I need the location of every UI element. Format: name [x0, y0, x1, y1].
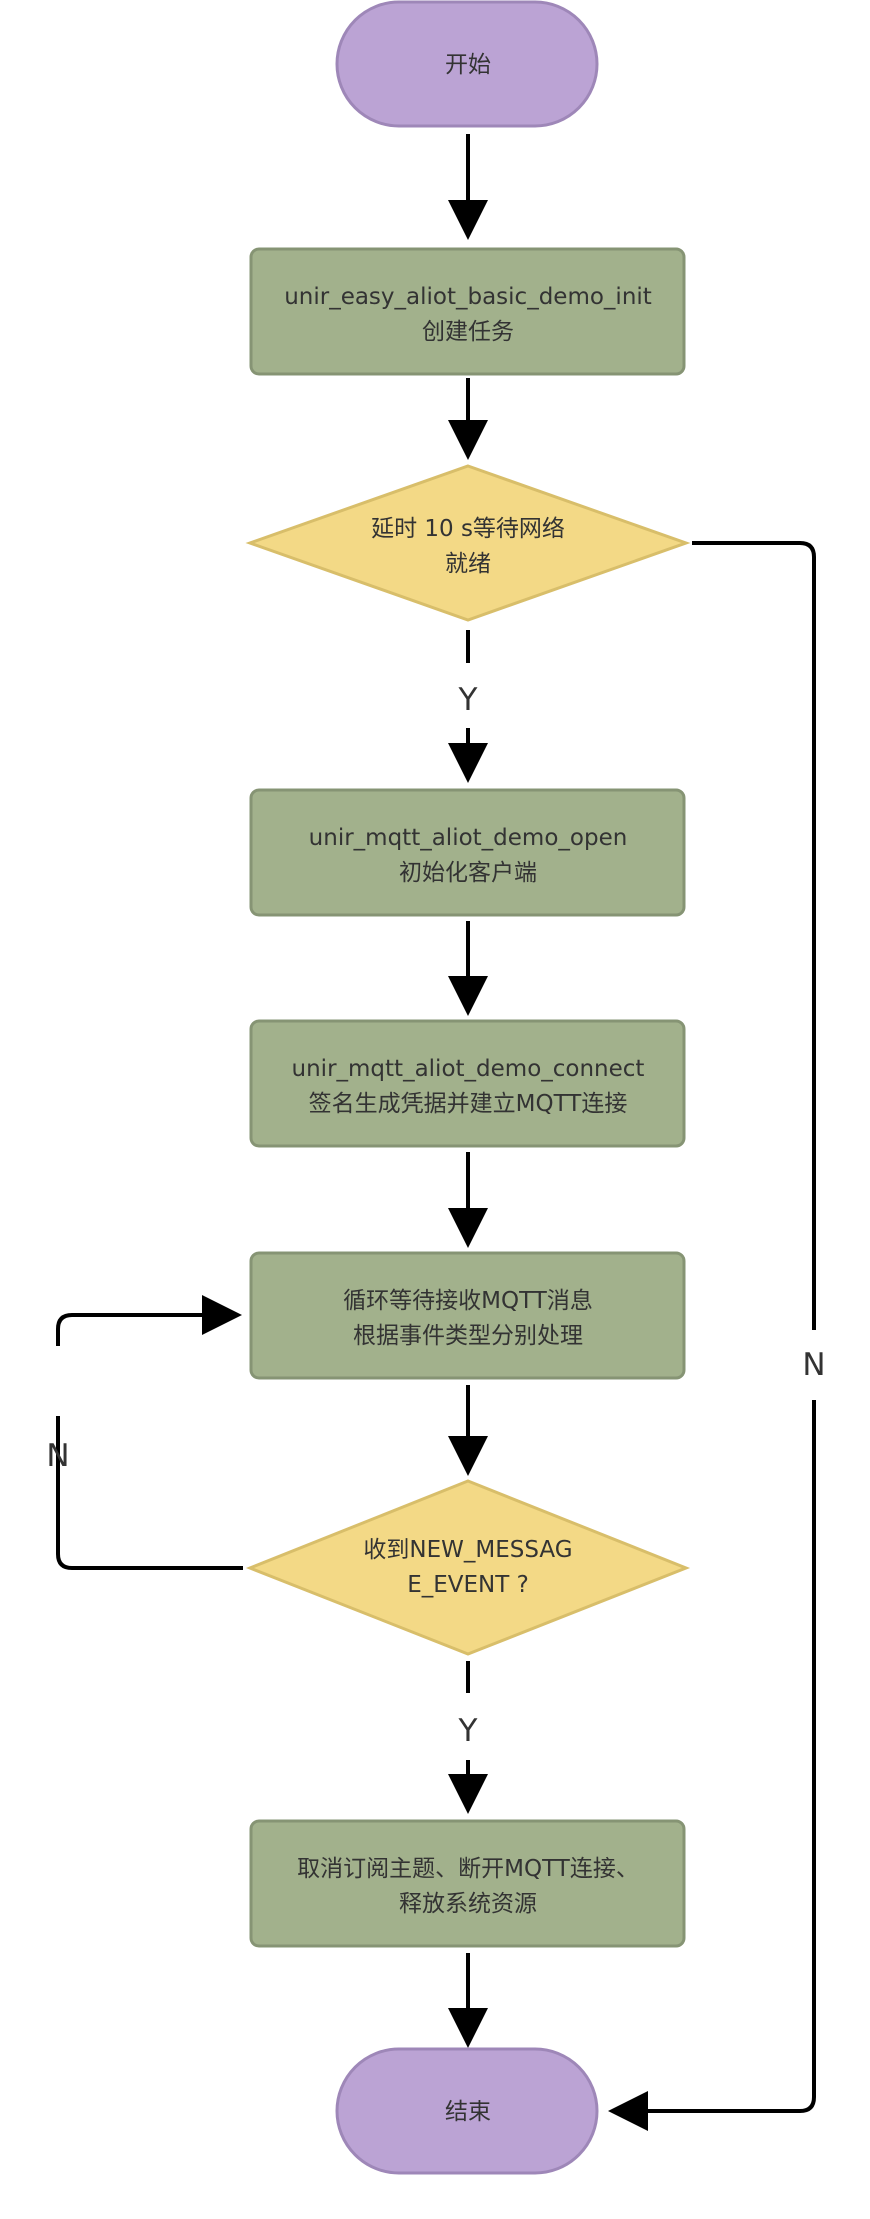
- edge-wait-no-to-end-upper: [692, 541, 816, 1330]
- check-event-node: 收到NEW_MESSAG E_EVENT ?: [245, 1479, 691, 1656]
- end-label: 结束: [445, 2099, 491, 2125]
- check-event-line1: 收到NEW_MESSAG: [363, 1537, 572, 1563]
- init-line1: unir_easy_aliot_basic_demo_init: [284, 284, 652, 310]
- edge-label-wait-no: N: [802, 1347, 825, 1383]
- init-node: unir_easy_aliot_basic_demo_init 创建任务: [249, 247, 686, 376]
- edges: [56, 134, 816, 2131]
- loop-line1: 循环等待接收MQTT消息: [343, 1288, 593, 1314]
- wait-network-node: 延时 10 s等待网络 就绪: [245, 464, 691, 622]
- edge-label-event-no: N: [46, 1438, 69, 1474]
- edge-wait-no-to-end-lower: [608, 1400, 816, 2131]
- loop-line2: 根据事件类型分别处理: [353, 1323, 583, 1349]
- open-line2: 初始化客户端: [399, 860, 537, 886]
- loop-shape: [249, 1251, 686, 1380]
- connect-line2: 签名生成凭据并建立MQTT连接: [309, 1091, 628, 1117]
- wait-network-line2: 就绪: [445, 551, 491, 577]
- start-shape: [335, 0, 599, 128]
- init-line2: 创建任务: [422, 319, 514, 345]
- open-node: unir_mqtt_aliot_demo_open 初始化客户端: [249, 788, 686, 917]
- open-line1: unir_mqtt_aliot_demo_open: [309, 825, 628, 851]
- connect-node: unir_mqtt_aliot_demo_connect 签名生成凭据并建立MQ…: [249, 1019, 686, 1148]
- check-event-shape: [245, 1479, 691, 1656]
- cleanup-line1: 取消订阅主题、断开MQTT连接、: [297, 1856, 639, 1882]
- connect-shape: [249, 1019, 686, 1148]
- edge-check-no-loopback-upper: [56, 1295, 242, 1346]
- start-node: 开始: [335, 0, 599, 128]
- edge-check-no-loopback: [56, 1416, 243, 1570]
- check-event-line2: E_EVENT ?: [407, 1572, 529, 1598]
- open-shape: [249, 788, 686, 917]
- init-shape: [249, 247, 686, 376]
- end-shape: [335, 2047, 599, 2175]
- edge-label-event-yes: Y: [458, 1713, 478, 1749]
- cleanup-line2: 释放系统资源: [399, 1891, 537, 1917]
- edge-label-wait-yes: Y: [458, 682, 478, 718]
- loop-node: 循环等待接收MQTT消息 根据事件类型分别处理: [249, 1251, 686, 1380]
- cleanup-shape: [249, 1819, 686, 1948]
- wait-network-shape: [245, 464, 691, 622]
- wait-network-line1: 延时 10 s等待网络: [371, 516, 565, 542]
- cleanup-node: 取消订阅主题、断开MQTT连接、 释放系统资源: [249, 1819, 686, 1948]
- start-label: 开始: [445, 52, 491, 78]
- end-node: 结束: [335, 2047, 599, 2175]
- connect-line1: unir_mqtt_aliot_demo_connect: [292, 1056, 645, 1082]
